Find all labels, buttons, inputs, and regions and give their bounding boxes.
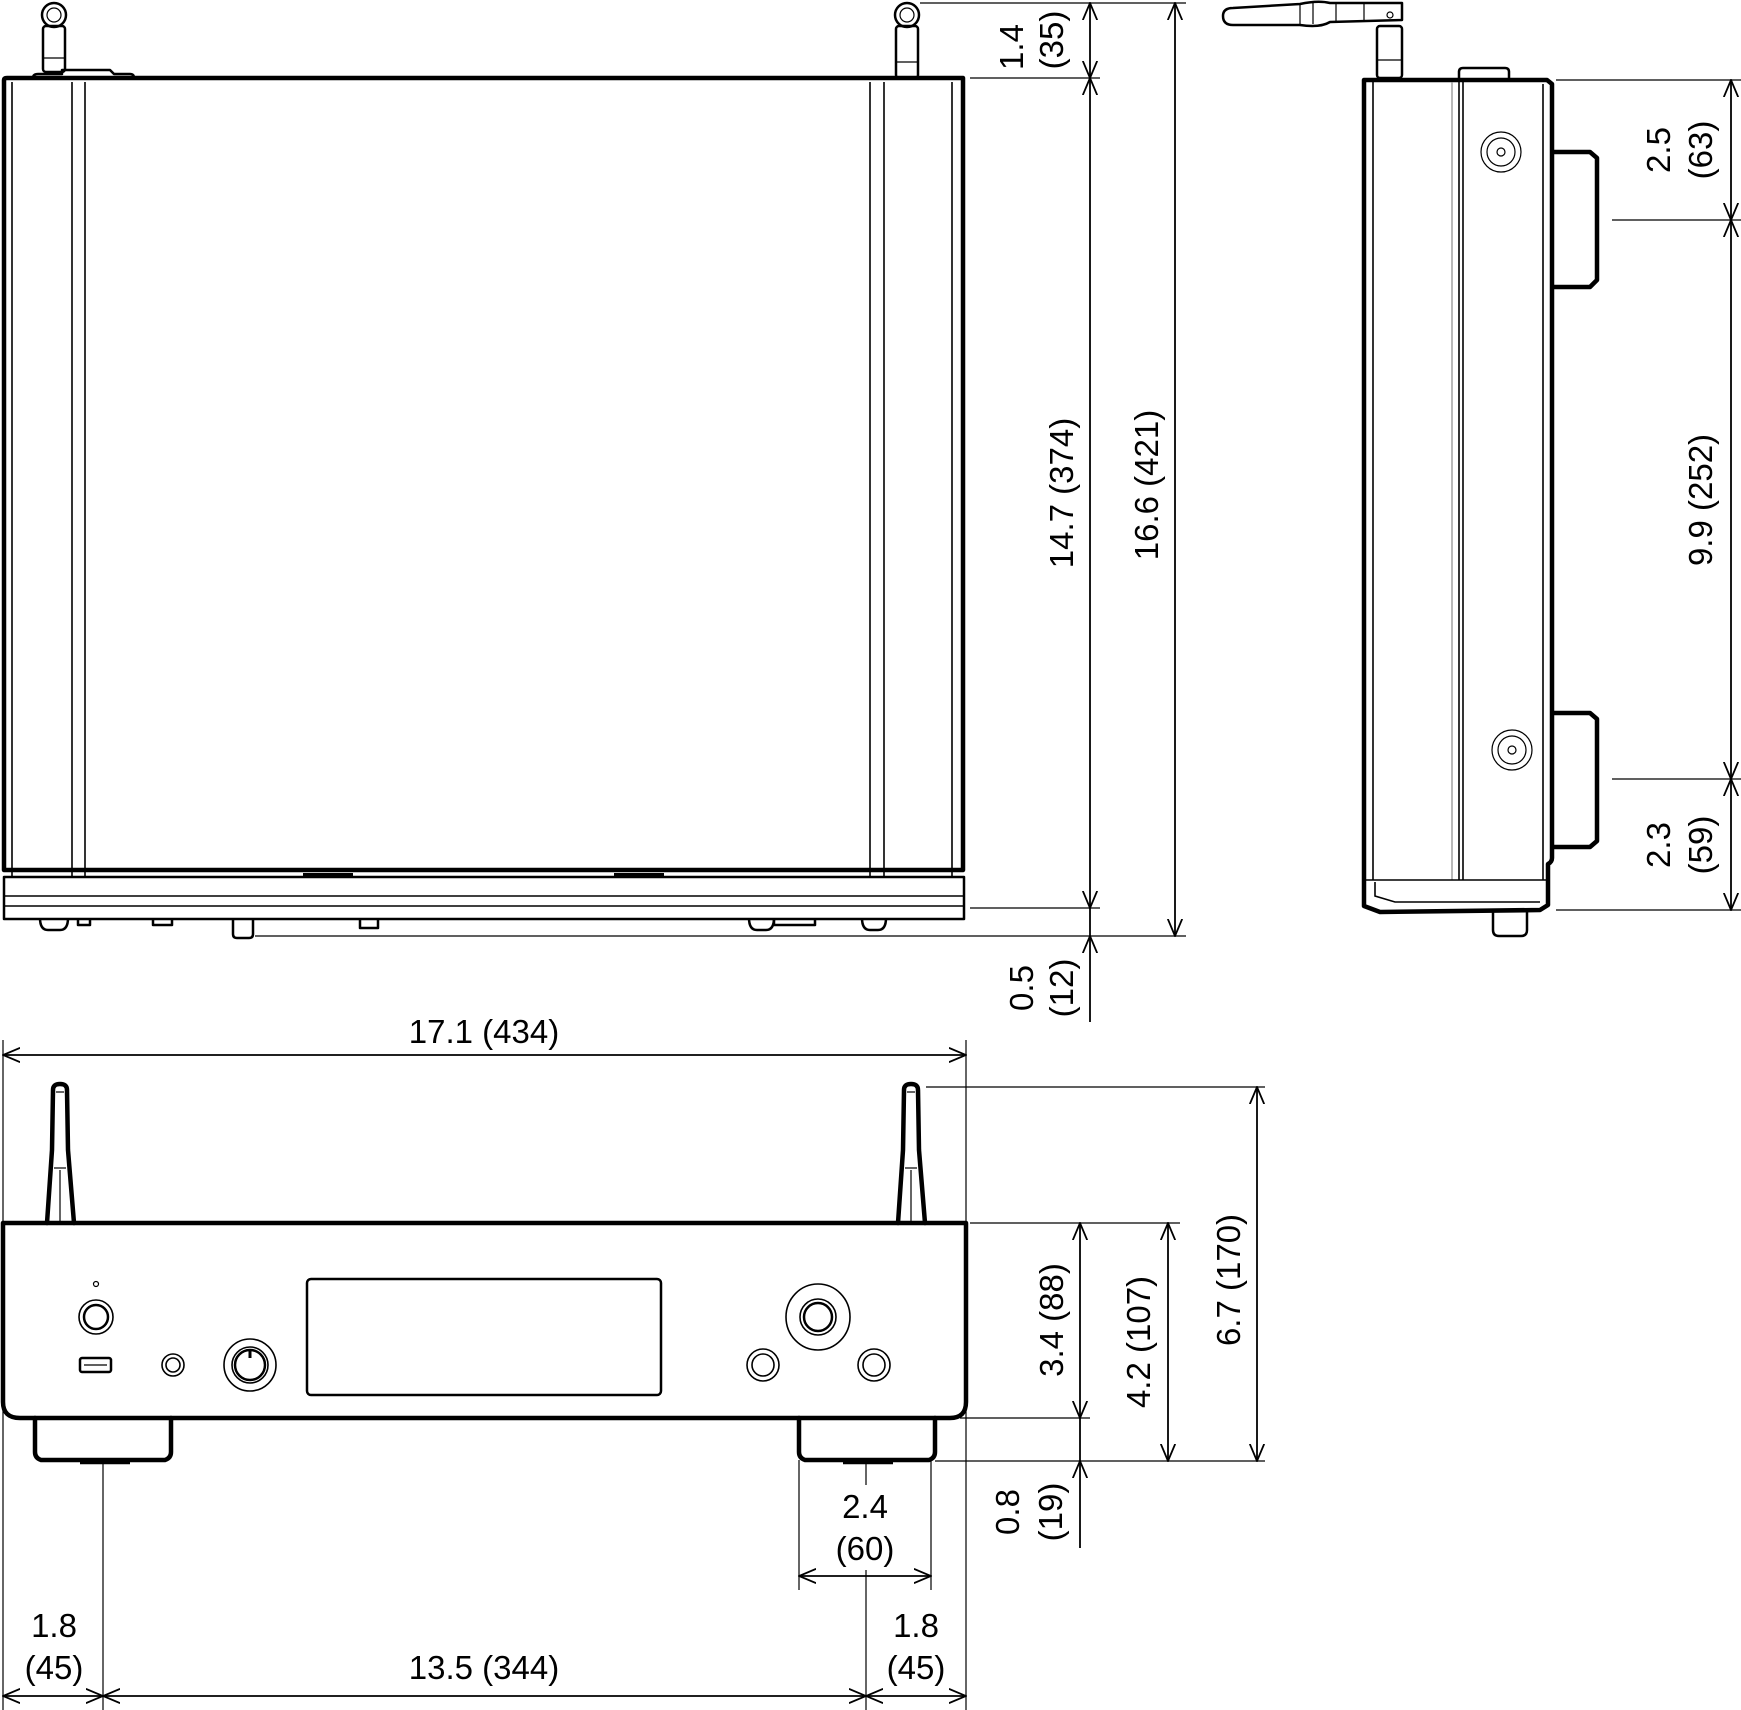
foot-rear-side bbox=[1550, 149, 1600, 290]
dim-body-height: 3.4 (88) bbox=[1033, 1263, 1070, 1377]
dim-total-height: 6.7 (170) bbox=[1210, 1214, 1247, 1346]
dim-width: 17.1 (434) bbox=[409, 1013, 559, 1050]
indicator-led-icon bbox=[92, 1280, 100, 1288]
top-view: 1.4 (35) 14.7 (374) 16.6 (421) 0.5 (12) bbox=[1, 1, 1186, 1022]
dim-knob-protrusion-mm: (12) bbox=[1043, 959, 1080, 1018]
antenna-left-icon bbox=[44, 1081, 77, 1226]
dim-foot-width-mm: (60) bbox=[836, 1530, 895, 1567]
antenna-right-icon bbox=[893, 1, 921, 80]
foot-left bbox=[32, 1415, 174, 1463]
dim-total-depth: 16.6 (421) bbox=[1128, 410, 1165, 560]
dim-foot-spacing: 9.9 (252) bbox=[1682, 434, 1719, 566]
dim-foot-to-front-mm: (59) bbox=[1682, 816, 1719, 875]
dim-antenna-height-mm: (35) bbox=[1033, 11, 1070, 70]
dim-top-to-foot-inch: 2.5 bbox=[1640, 127, 1677, 173]
screw-icon bbox=[1480, 131, 1522, 173]
dim-left-foot-offset-mm: (45) bbox=[25, 1649, 84, 1686]
selector-knob[interactable] bbox=[785, 1283, 851, 1351]
volume-knob-side-icon bbox=[1491, 912, 1529, 938]
volume-knob[interactable] bbox=[223, 1338, 277, 1392]
antenna-left-icon bbox=[40, 1, 68, 74]
front-panel bbox=[0, 1220, 969, 1421]
front-view: 17.1 (434) bbox=[0, 1013, 1265, 1710]
side-view: 2.5 (63) 9.9 (252) 2.3 (59) bbox=[1221, 0, 1741, 938]
dim-knob-protrusion-inch: 0.5 bbox=[1003, 965, 1040, 1011]
volume-knob-top-icon bbox=[231, 918, 255, 940]
headphone-jack-icon bbox=[161, 1353, 185, 1377]
antenna-side-icon bbox=[1221, 0, 1404, 80]
dim-foot-width-inch: 2.4 bbox=[842, 1488, 888, 1525]
dim-foot-height-inch: 0.8 bbox=[989, 1489, 1026, 1535]
left-button[interactable] bbox=[746, 1348, 780, 1382]
foot-front-side bbox=[1550, 710, 1600, 850]
right-button[interactable] bbox=[857, 1348, 891, 1382]
side-view-body bbox=[1361, 77, 1555, 915]
dim-left-foot-offset-inch: 1.8 bbox=[31, 1607, 77, 1644]
foot-right bbox=[796, 1415, 938, 1463]
dim-body-depth: 14.7 (374) bbox=[1043, 418, 1080, 568]
dim-right-foot-offset-inch: 1.8 bbox=[893, 1607, 939, 1644]
usb-port-icon bbox=[78, 1356, 113, 1374]
dim-foot-to-front-inch: 2.3 bbox=[1640, 822, 1677, 868]
display-window bbox=[305, 1277, 663, 1397]
top-view-body bbox=[1, 75, 966, 873]
antenna-right-icon bbox=[895, 1081, 928, 1226]
dim-antenna-height-inch: 1.4 bbox=[993, 24, 1030, 70]
dim-top-to-foot-mm: (63) bbox=[1682, 121, 1719, 180]
dim-foot-height-mm: (19) bbox=[1032, 1483, 1069, 1542]
dim-right-foot-offset-mm: (45) bbox=[887, 1649, 946, 1686]
dim-height-with-feet: 4.2 (107) bbox=[1120, 1276, 1157, 1408]
dim-foot-center-spacing: 13.5 (344) bbox=[409, 1649, 559, 1686]
screw-icon bbox=[1491, 729, 1533, 771]
power-button[interactable] bbox=[78, 1299, 114, 1335]
